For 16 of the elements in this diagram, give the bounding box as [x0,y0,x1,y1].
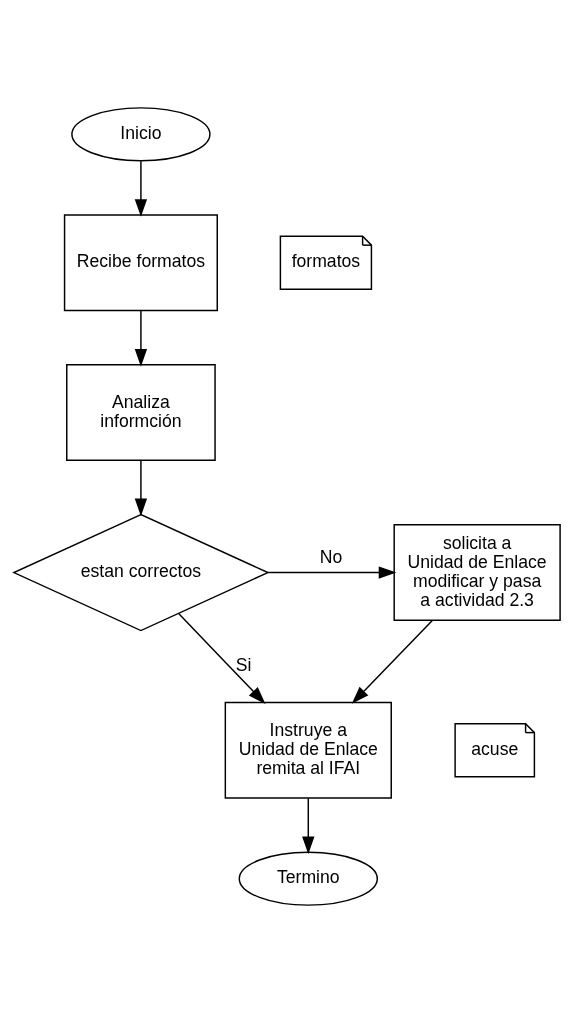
arrow [134,309,148,367]
node-box: Analiza informción [66,364,216,461]
node-ellipse: Inicio [71,107,211,162]
arrow [134,459,148,517]
edge-label: Si [235,655,252,676]
arrow [302,797,315,855]
node-diamond: estan correctos [12,513,270,632]
node-box: Instruye a Unidad de Enlace remita al IFAI [224,701,392,799]
node-box: Recibe formatos [63,214,218,312]
edge-label: No [319,547,343,568]
arrow [351,619,434,704]
arrow [178,612,266,705]
arrow [267,566,397,579]
node-ellipse: Termino [238,851,379,906]
arrow [134,160,148,217]
node-box: solicita a Unidad de Enlace modificar y pasa a actividad 2.3 [393,524,561,622]
